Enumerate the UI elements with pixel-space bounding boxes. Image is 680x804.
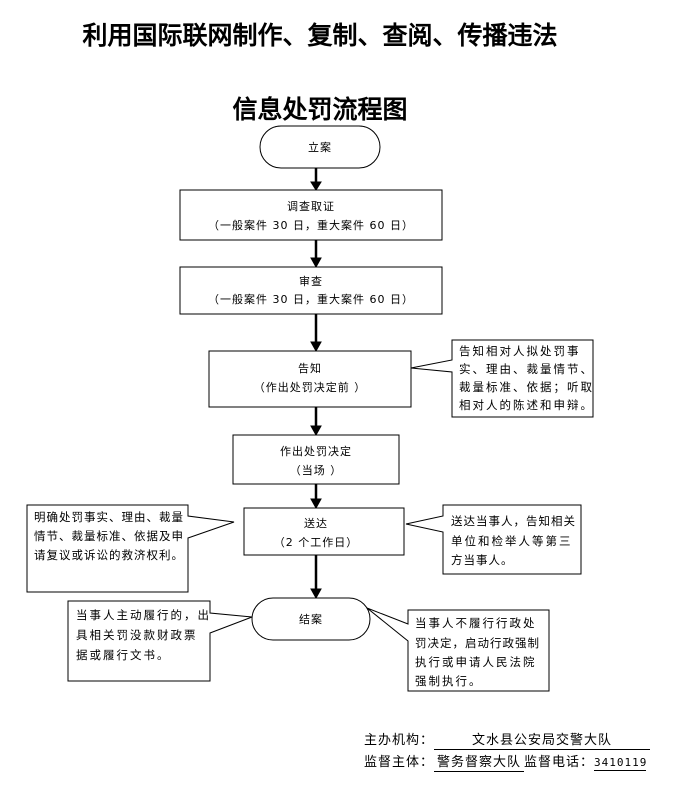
step-investigate: 调查取证 （一般案件 30 日，重大案件 60 日） <box>179 189 443 241</box>
step-notify: 告知 （作出处罚决定前 ） <box>208 350 412 408</box>
callout-close-right: 当事人不履行行政处 罚决定，启动行政强制 执行或申请人民法院 强制执行。 <box>366 607 550 692</box>
callout-deliver-left-line-2: 情节、裁量标准、依据及申 <box>34 529 184 543</box>
step-notify-sub: （作出处罚决定前 ） <box>254 380 367 394</box>
callout-notify-line-3: 裁量标准、依据；听取 <box>459 380 594 394</box>
callout-close-left-line-1: 当事人主动履行的，出 <box>76 608 211 622</box>
callout-deliver-right: 送达当事人，告知相关 单位和检举人等第三 方当事人。 <box>405 504 582 575</box>
step-start-label: 立案 <box>308 140 332 154</box>
phone-value: 3410119 <box>594 756 648 771</box>
callout-deliver-right-line-2: 单位和检举人等第三 <box>451 534 573 548</box>
step-review-label: 审查 <box>299 274 323 288</box>
callout-close-left: 当事人主动履行的，出 具相关罚没款财政票 据或履行文书。 <box>67 600 253 682</box>
step-close: 结案 <box>251 597 371 641</box>
arrowhead-icon <box>310 341 322 353</box>
callout-close-right-line-3: 执行或申请人民法院 <box>415 655 537 669</box>
step-decision-sub: （当场 ） <box>290 463 343 477</box>
step-deliver-label: 送达 <box>304 516 328 530</box>
arrowhead-icon <box>310 425 322 437</box>
arrowhead-icon <box>310 588 322 600</box>
step-investigate-label: 调查取证 <box>287 199 335 213</box>
callout-deliver-left-line-3: 请复议或诉讼的救济权利。 <box>34 548 184 562</box>
callout-deliver-left: 明确处罚事实、理由、裁量 情节、裁量标准、依据及申 请复议或诉讼的救济权利。 <box>26 504 235 593</box>
phone-label: 监督电话： <box>524 755 595 770</box>
step-investigate-duration: （一般案件 30 日，重大案件 60 日） <box>208 218 414 232</box>
arrowhead-icon <box>310 498 322 510</box>
supervisor-label: 监督主体： <box>364 755 435 770</box>
callout-notify: 告知相对人拟处罚事 实、理由、裁量情节、 裁量标准、依据；听取 相对人的陈述和申… <box>410 339 594 418</box>
document-title-line-1: 利用国际联网制作、复制、查阅、传播违法 <box>82 21 558 50</box>
callout-close-left-line-2: 具相关罚没款财政票 <box>76 628 198 642</box>
step-start: 立案 <box>259 125 381 169</box>
callout-deliver-right-line-3: 方当事人。 <box>451 553 514 567</box>
callout-close-right-line-4: 强制执行。 <box>415 674 483 688</box>
step-deliver-sub: （2 个工作日） <box>274 536 359 549</box>
arrowhead-icon <box>310 181 322 191</box>
step-decision-label: 作出处罚决定 <box>280 444 352 458</box>
callout-notify-line-2: 实、理由、裁量情节、 <box>459 362 594 376</box>
flow-arrows <box>310 168 322 600</box>
step-review: 审查 （一般案件 30 日，重大案件 60 日） <box>179 266 443 315</box>
callout-deliver-left-line-1: 明确处罚事实、理由、裁量 <box>34 510 184 524</box>
step-review-duration: （一般案件 30 日，重大案件 60 日） <box>208 292 414 306</box>
footer-supervisor-row: 监督主体：警务督察大队监督电话：3410119 <box>364 751 646 772</box>
organizer-value: 文水县公安局交警大队 <box>434 729 651 750</box>
organizer-label: 主办机构： <box>364 733 435 748</box>
callout-notify-line-1: 告知相对人拟处罚事 <box>459 344 581 358</box>
callout-close-right-line-1: 当事人不履行行政处 <box>415 616 537 630</box>
callout-deliver-right-line-1: 送达当事人，告知相关 <box>451 514 576 528</box>
step-close-label: 结案 <box>299 612 323 626</box>
callout-notify-line-4: 相对人的陈述和申辩。 <box>459 398 594 412</box>
arrowhead-icon <box>310 257 322 269</box>
step-notify-label: 告知 <box>298 361 322 375</box>
step-decision: 作出处罚决定 （当场 ） <box>232 434 400 485</box>
document-title-line-2: 信息处罚流程图 <box>232 95 408 124</box>
callout-close-left-line-3: 据或履行文书。 <box>76 648 171 662</box>
supervisor-value: 警务督察大队 <box>434 751 525 772</box>
callout-close-right-line-2: 罚决定，启动行政强制 <box>415 636 540 650</box>
footer-organizer-row: 主办机构：文水县公安局交警大队 <box>364 729 651 750</box>
step-deliver: 送达 （2 个工作日） <box>243 507 405 556</box>
